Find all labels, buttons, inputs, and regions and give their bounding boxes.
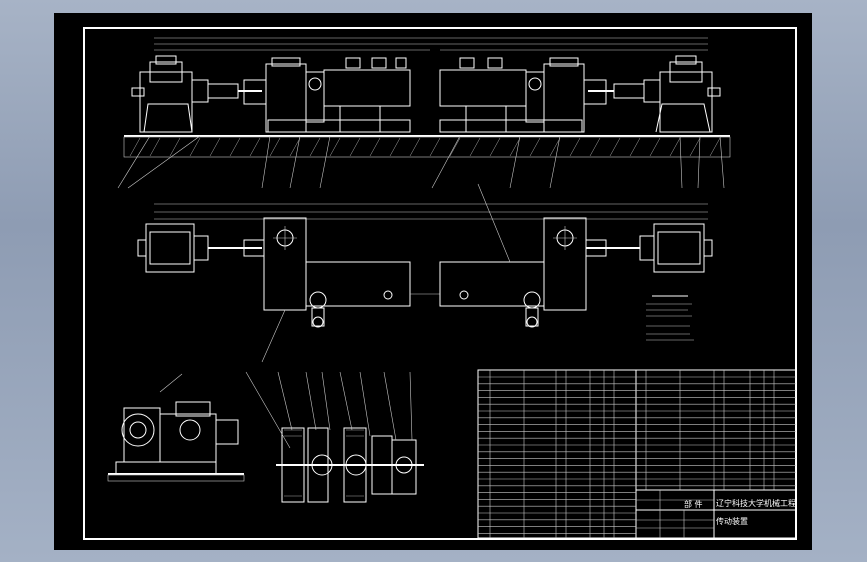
- technical-notes: [646, 295, 694, 341]
- drawing-sheet[interactable]: [54, 13, 812, 550]
- section-view[interactable]: [245, 371, 424, 503]
- title-block-drawing-name: 传动装置: [716, 516, 748, 526]
- front-elevation[interactable]: [117, 37, 731, 189]
- title-block[interactable]: 辽宁科技大学机械工程 传动装置 部 件: [636, 489, 796, 538]
- title-block-sub-label: 部 件: [684, 499, 703, 509]
- side-view[interactable]: [107, 373, 245, 482]
- plan-view[interactable]: [137, 183, 713, 363]
- title-block-school: 辽宁科技大学机械工程: [716, 498, 796, 508]
- parts-list-table[interactable]: [477, 369, 797, 539]
- inner-border-frame: [83, 27, 797, 540]
